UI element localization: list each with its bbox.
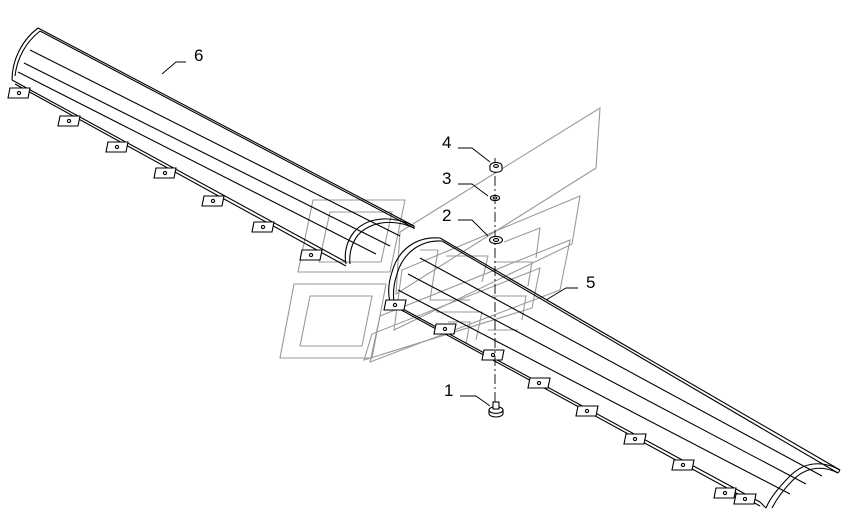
leader-line-2 — [458, 219, 489, 237]
lock-washer-icon — [489, 194, 501, 202]
leader-line-6 — [161, 61, 186, 75]
mounting-tab — [433, 323, 457, 335]
mounting-tab — [671, 459, 695, 471]
washer-icon — [488, 235, 504, 245]
leader-line-3 — [458, 183, 489, 197]
mounting-tab — [527, 377, 551, 389]
mounting-tab — [733, 493, 757, 505]
mounting-tab — [481, 349, 505, 361]
callout-1: 1 — [444, 381, 454, 400]
mounting-tab — [105, 141, 129, 153]
bolt-icon — [488, 401, 504, 418]
nut-icon — [489, 161, 503, 173]
mounting-tab — [153, 167, 177, 179]
callout-5: 5 — [586, 273, 596, 292]
callout-3: 3 — [442, 169, 452, 188]
cover-right-tabs — [383, 299, 757, 505]
leader-lines — [161, 61, 578, 407]
mounting-tab — [713, 487, 737, 499]
leader-line-5 — [545, 287, 578, 301]
cover-left — [11, 27, 415, 267]
leader-line-4 — [458, 147, 491, 163]
watermark-logo — [279, 106, 601, 363]
mounting-tab — [57, 115, 81, 127]
mounting-tab — [623, 433, 647, 445]
mounting-tab — [7, 87, 31, 99]
leader-line-1 — [460, 395, 491, 407]
callout-6: 6 — [194, 46, 204, 65]
callout-4: 4 — [442, 133, 452, 152]
mounting-tab — [299, 249, 323, 261]
cover-right — [388, 237, 841, 509]
mounting-tab — [201, 195, 225, 207]
cover-left-tabs — [7, 87, 323, 261]
mounting-tab — [383, 299, 407, 311]
mounting-tab — [251, 221, 275, 233]
callout-2: 2 — [442, 206, 452, 225]
mounting-tab — [575, 405, 599, 417]
